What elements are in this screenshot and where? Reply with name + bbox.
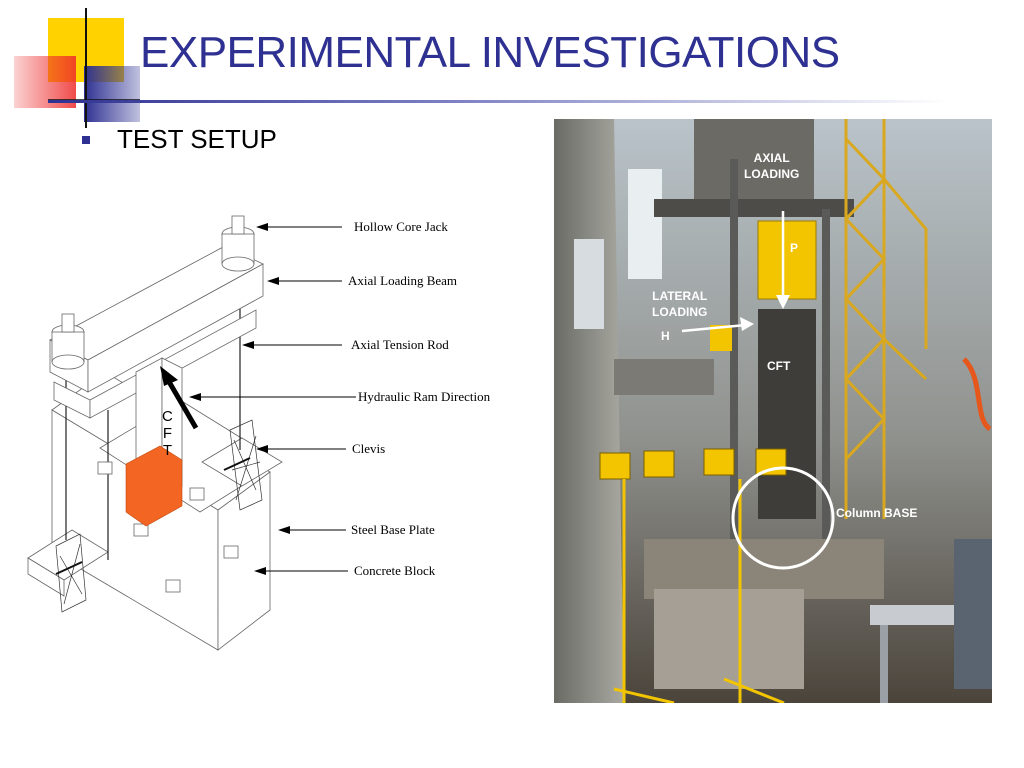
callout-steel-base-plate: Steel Base Plate <box>351 522 435 537</box>
photo-label-lateral-loading: LATERAL LOADING <box>652 289 708 319</box>
bullet-item: TEST SETUP <box>82 124 277 155</box>
slide-logo-graphic <box>14 8 140 128</box>
photo-label-h: H <box>661 329 670 343</box>
callout-axial-tension-rod: Axial Tension Rod <box>351 337 449 352</box>
cft-vertical-label: C F T <box>162 408 173 459</box>
lab-photo-illustration <box>554 119 992 705</box>
cft-letter-t: T <box>162 442 172 459</box>
test-setup-drawing <box>27 215 356 651</box>
callout-clevis: Clevis <box>352 441 386 456</box>
cft-letter-c: C <box>162 408 173 425</box>
test-setup-photo: AXIAL LOADING P LATERAL LOADING H CFT Co… <box>554 119 992 705</box>
bullet-square-icon <box>82 135 90 144</box>
bullet-text: TEST SETUP <box>117 124 277 154</box>
callout-axial-loading-beam: Axial Loading Beam <box>348 273 458 288</box>
title-underline <box>48 100 948 103</box>
photo-label-p: P <box>790 241 799 255</box>
photo-label-axial-loading: AXIAL LOADING <box>744 151 800 181</box>
callout-hydraulic-ram-direction: Hydraulic Ram Direction <box>358 389 491 404</box>
callout-concrete-block: Concrete Block <box>354 563 436 578</box>
slide-title: EXPERIMENTAL INVESTIGATIONS <box>140 28 840 77</box>
test-setup-diagram: C F T Hollow Core Jack Axial Loading Bea… <box>20 200 530 670</box>
cft-letter-f: F <box>162 425 172 442</box>
photo-label-cft: CFT <box>767 359 791 373</box>
photo-label-column-base: Column BASE <box>836 506 918 520</box>
callout-hollow-core-jack: Hollow Core Jack <box>354 219 448 234</box>
